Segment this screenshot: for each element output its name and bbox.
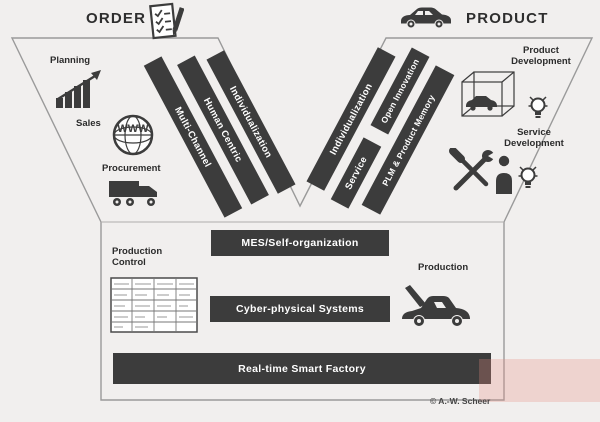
bar-chart-icon	[56, 70, 101, 108]
product-heading: PRODUCT	[466, 10, 549, 27]
production-control-label: Production Control	[112, 246, 163, 268]
car-icon	[401, 7, 451, 29]
production-label: Production	[418, 262, 469, 273]
credit-text: © A.-W. Scheer	[430, 396, 491, 406]
planning-label: Planning	[50, 55, 91, 66]
globe-www-text: WWW	[117, 123, 149, 135]
procurement-label: Procurement	[102, 163, 161, 174]
tools-person-icon	[449, 148, 512, 194]
lightbulb-icon	[518, 166, 538, 188]
lightbulb-icon	[528, 96, 548, 118]
order-heading: ORDER	[86, 10, 147, 27]
globe-www-icon: WWW	[112, 114, 154, 156]
service-development-label: Service Development	[504, 127, 564, 149]
mes-bar: MES/Self-organization	[211, 230, 389, 256]
car-open-hood-icon	[402, 285, 470, 327]
sales-label: Sales	[76, 118, 101, 129]
cyber-physical-bar: Cyber-physical Systems	[210, 296, 390, 322]
smart-factory-bar: Real-time Smart Factory	[113, 353, 491, 384]
truck-icon	[109, 181, 157, 206]
product-development-label: Product Development	[511, 45, 571, 67]
checklist-icon	[149, 2, 184, 40]
spreadsheet-icon	[110, 277, 198, 333]
wireframe-cube-car-icon	[461, 71, 515, 117]
